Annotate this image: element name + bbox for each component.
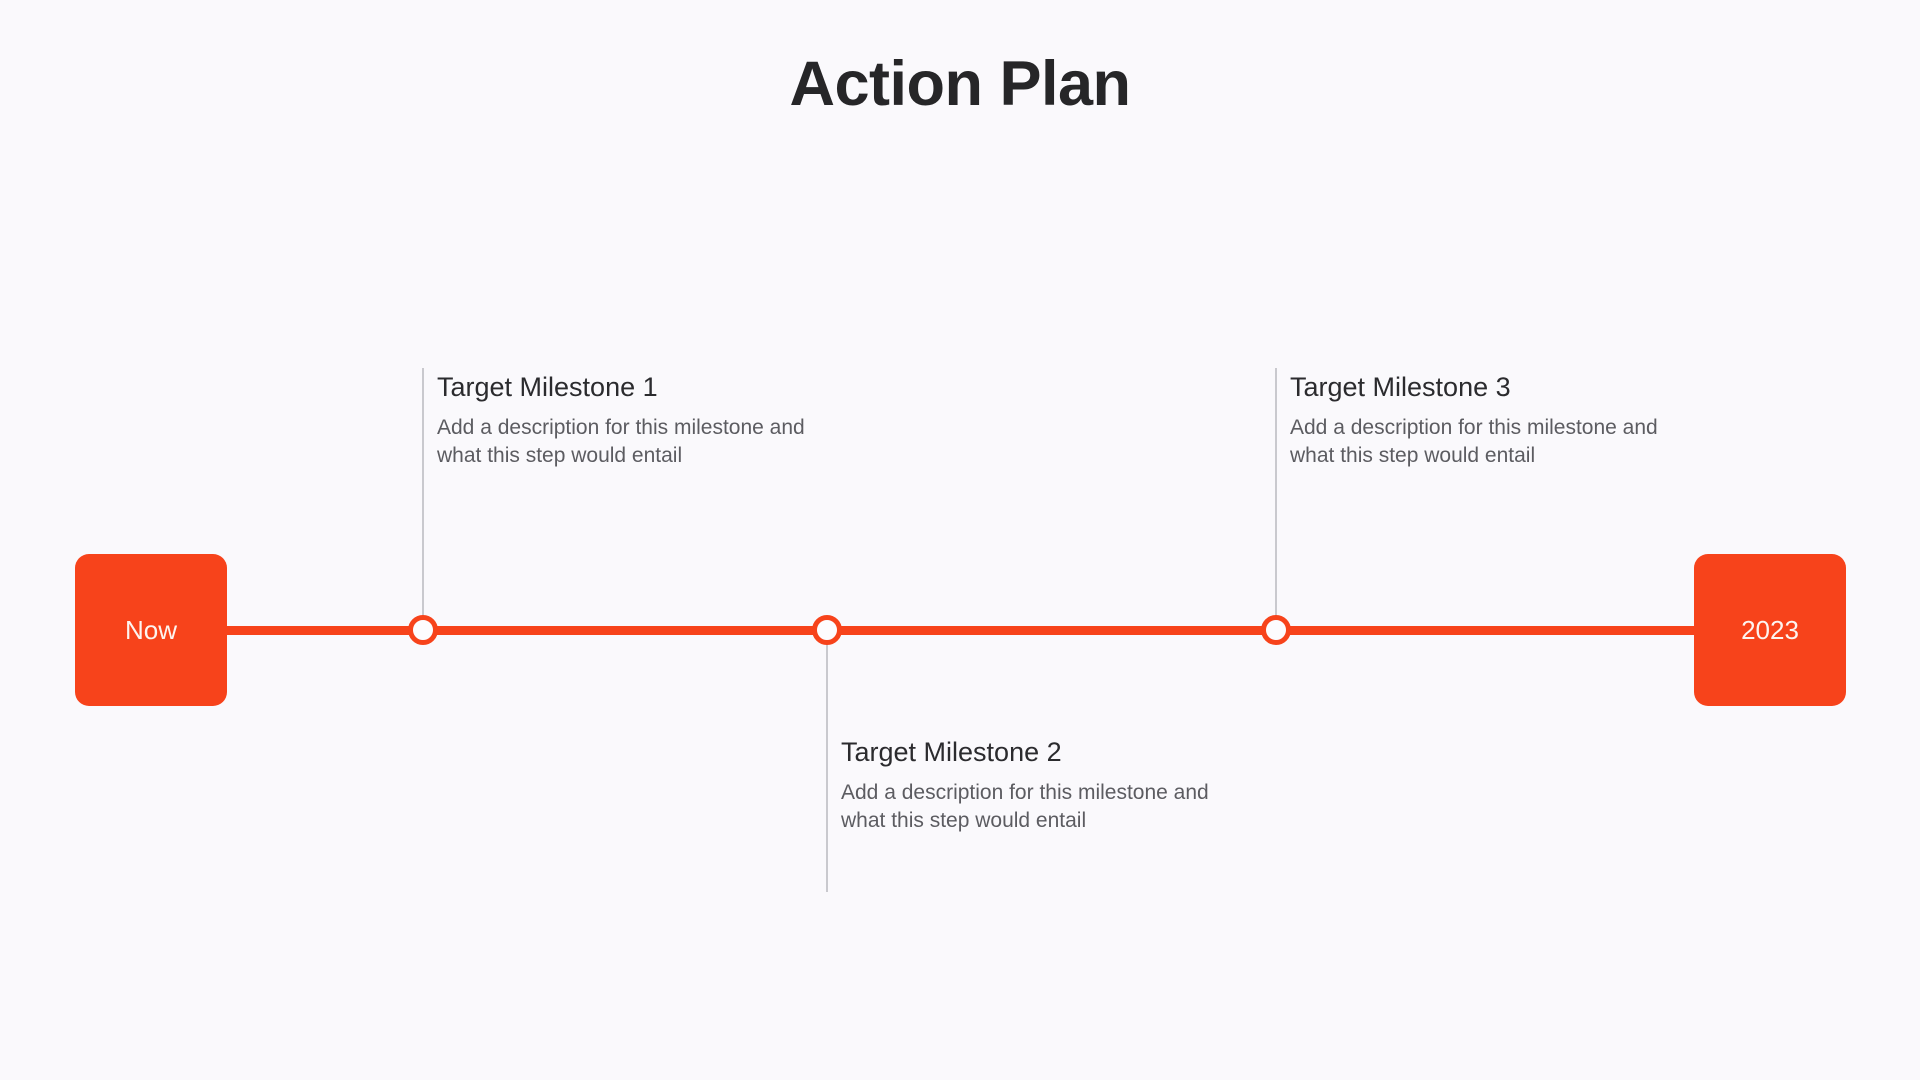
milestone-2-marker[interactable] xyxy=(812,615,842,645)
milestone-1-description: Add a description for this milestone and… xyxy=(437,415,805,468)
milestone-2-description: Add a description for this milestone and… xyxy=(841,780,1209,833)
milestone-2-connector xyxy=(826,630,828,892)
milestone-3-heading: Target Milestone 3 xyxy=(1290,372,1511,402)
milestone-3-connector xyxy=(1275,368,1277,630)
milestone-1-text: Target Milestone 1 Add a description for… xyxy=(437,370,837,471)
milestone-1-heading: Target Milestone 1 xyxy=(437,372,658,402)
timeline-start-label: Now xyxy=(124,614,177,645)
page-title: Action Plan xyxy=(789,49,1131,119)
timeline-rail xyxy=(150,626,1770,635)
timeline-end-label: 2023 xyxy=(1741,614,1799,645)
milestone-2-heading: Target Milestone 2 xyxy=(841,737,1062,767)
milestone-1-marker[interactable] xyxy=(408,615,438,645)
timeline-end-block[interactable]: 2023 xyxy=(1694,554,1846,706)
milestone-3-text: Target Milestone 3 Add a description for… xyxy=(1290,370,1690,471)
timeline-start-block[interactable]: Now xyxy=(75,554,227,706)
milestone-3-marker[interactable] xyxy=(1261,615,1291,645)
milestone-2-text: Target Milestone 2 Add a description for… xyxy=(841,735,1241,836)
milestone-1-connector xyxy=(422,368,424,630)
milestone-3-description: Add a description for this milestone and… xyxy=(1290,415,1658,468)
